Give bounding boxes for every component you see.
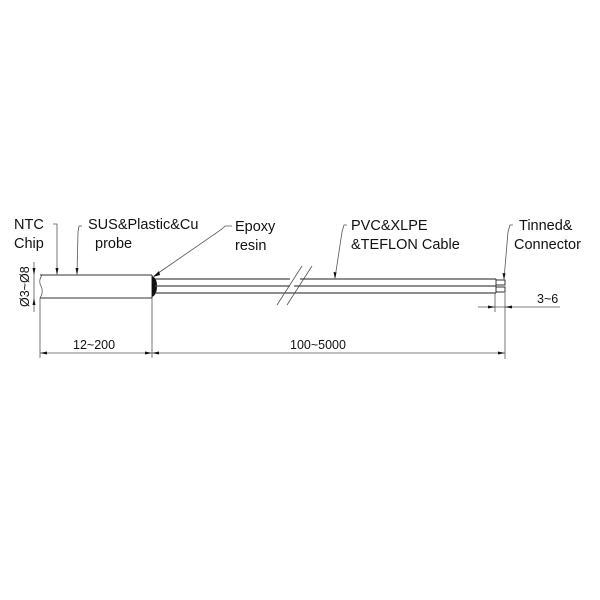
label-probe: SUS&Plastic&Cu probe (88, 217, 198, 252)
tinned-ends (495, 279, 506, 293)
svg-text:probe: probe (95, 236, 132, 252)
leader-tinned (502, 224, 513, 280)
leader-epoxy (153, 225, 232, 277)
svg-text:Epoxy: Epoxy (235, 219, 276, 235)
dimension-probe-length: 12~200 (40, 338, 152, 355)
cable-left (155, 278, 290, 294)
svg-text:Chip: Chip (14, 236, 44, 252)
svg-text:PVC&XLPE: PVC&XLPE (351, 218, 428, 234)
svg-text:3~6: 3~6 (537, 292, 558, 306)
svg-text:12~200: 12~200 (73, 338, 115, 352)
svg-text:100~5000: 100~5000 (290, 338, 346, 352)
svg-text:Tinned&: Tinned& (519, 218, 573, 234)
leader-cable (333, 224, 347, 279)
dimension-tinned-length: 3~6 (478, 292, 560, 309)
svg-text:NTC: NTC (14, 217, 44, 233)
extension-lines (39, 293, 506, 359)
leader-probe (75, 225, 82, 275)
dimension-diameter: Ø3~Ø8 (18, 262, 36, 312)
break-line-icon (39, 274, 43, 299)
cable-right (290, 278, 497, 294)
label-epoxy-resin: Epoxy resin (235, 219, 276, 254)
probe-body (39, 274, 153, 299)
svg-text:resin: resin (235, 238, 266, 254)
svg-text:&TEFLON Cable: &TEFLON Cable (351, 237, 460, 253)
label-cable: PVC&XLPE &TEFLON Cable (351, 218, 460, 253)
svg-text:Ø3~Ø8: Ø3~Ø8 (18, 266, 32, 307)
leader-ntc (53, 223, 59, 275)
epoxy-resin-shape (152, 276, 157, 297)
label-ntc-chip: NTC Chip (14, 217, 44, 252)
dimension-cable-length: 100~5000 (152, 338, 505, 355)
label-tinned-connector: Tinned& Connector (514, 218, 581, 253)
svg-text:SUS&Plastic&Cu: SUS&Plastic&Cu (88, 217, 198, 233)
svg-text:Connector: Connector (514, 237, 581, 253)
